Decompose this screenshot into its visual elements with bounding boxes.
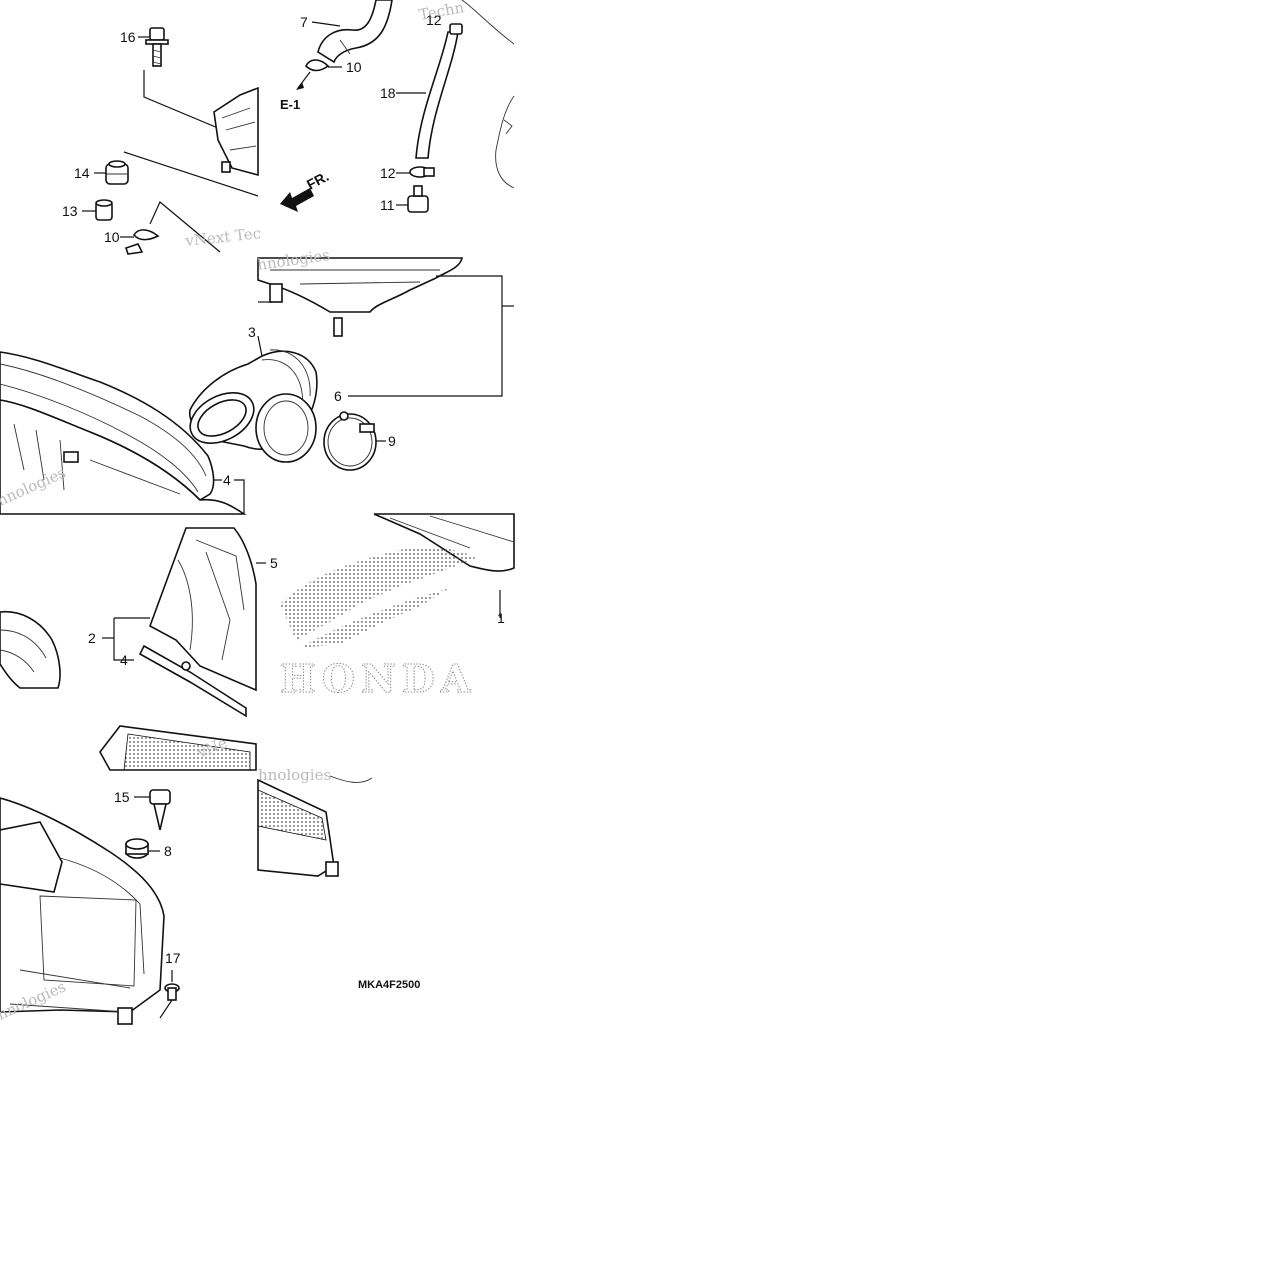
tile-mid-left: hnologies [0, 351, 247, 515]
callout-labels: 16 14 13 10 7 10 E-1 12 18 12 11 3 6 9 4… [62, 12, 505, 991]
tile-top-middle: FR. Techn [280, 0, 515, 213]
bolt-16 [145, 27, 169, 67]
callout-11: 11 [380, 197, 395, 213]
callout-1: 1 [497, 610, 505, 626]
callout-8: 8 [164, 843, 172, 859]
clip-10-lower [124, 229, 160, 255]
screw-17 [164, 983, 180, 1001]
callout-3: 3 [248, 324, 256, 340]
callout-10-lower: 10 [104, 229, 120, 245]
watermark-text-8: hnologies [258, 766, 331, 784]
honda-brand-text: HONDA [280, 656, 476, 701]
grommet-8 [125, 838, 149, 859]
diagram-code: MKA4F2500 [358, 979, 420, 991]
callout-7: 7 [300, 14, 308, 30]
callout-16: 16 [120, 29, 136, 45]
callout-2: 2 [88, 630, 96, 646]
callout-6: 6 [334, 388, 342, 404]
watermark-text: vNext Tec [184, 224, 262, 250]
callout-13: 13 [62, 203, 78, 219]
callout-10-upper: 10 [346, 59, 362, 75]
front-direction-arrow: FR. [280, 168, 331, 212]
callout-12-upper: 12 [426, 12, 442, 28]
watermark-text-2: Techn [418, 0, 466, 24]
callout-4-upper: 4 [223, 472, 231, 488]
front-label: FR. [304, 168, 331, 193]
tile-lower-left: vNe [0, 527, 266, 771]
tile-top-left: vNext Tec [82, 27, 262, 255]
callout-17: 17 [165, 950, 181, 966]
tile-bottom-left: hnologies [0, 789, 180, 1025]
callout-9: 9 [388, 433, 396, 449]
tile-lower-middle: HONDA [280, 513, 515, 702]
honda-wing-logo: HONDA [280, 547, 476, 702]
tile-mid-middle: hnologies [189, 246, 514, 471]
reference-e1: E-1 [280, 97, 300, 112]
grommet-14 [105, 160, 129, 185]
callout-4-lower: 4 [120, 652, 128, 668]
screw-15 [149, 789, 171, 831]
callout-18: 18 [380, 85, 396, 101]
collar-13 [95, 199, 113, 221]
callout-5: 5 [270, 555, 278, 571]
hose-clamp-9 [323, 411, 377, 471]
callout-15: 15 [114, 789, 130, 805]
callout-14: 14 [74, 165, 90, 181]
callout-12-lower: 12 [380, 165, 396, 181]
tile-bottom-middle: hnologies [257, 766, 373, 877]
